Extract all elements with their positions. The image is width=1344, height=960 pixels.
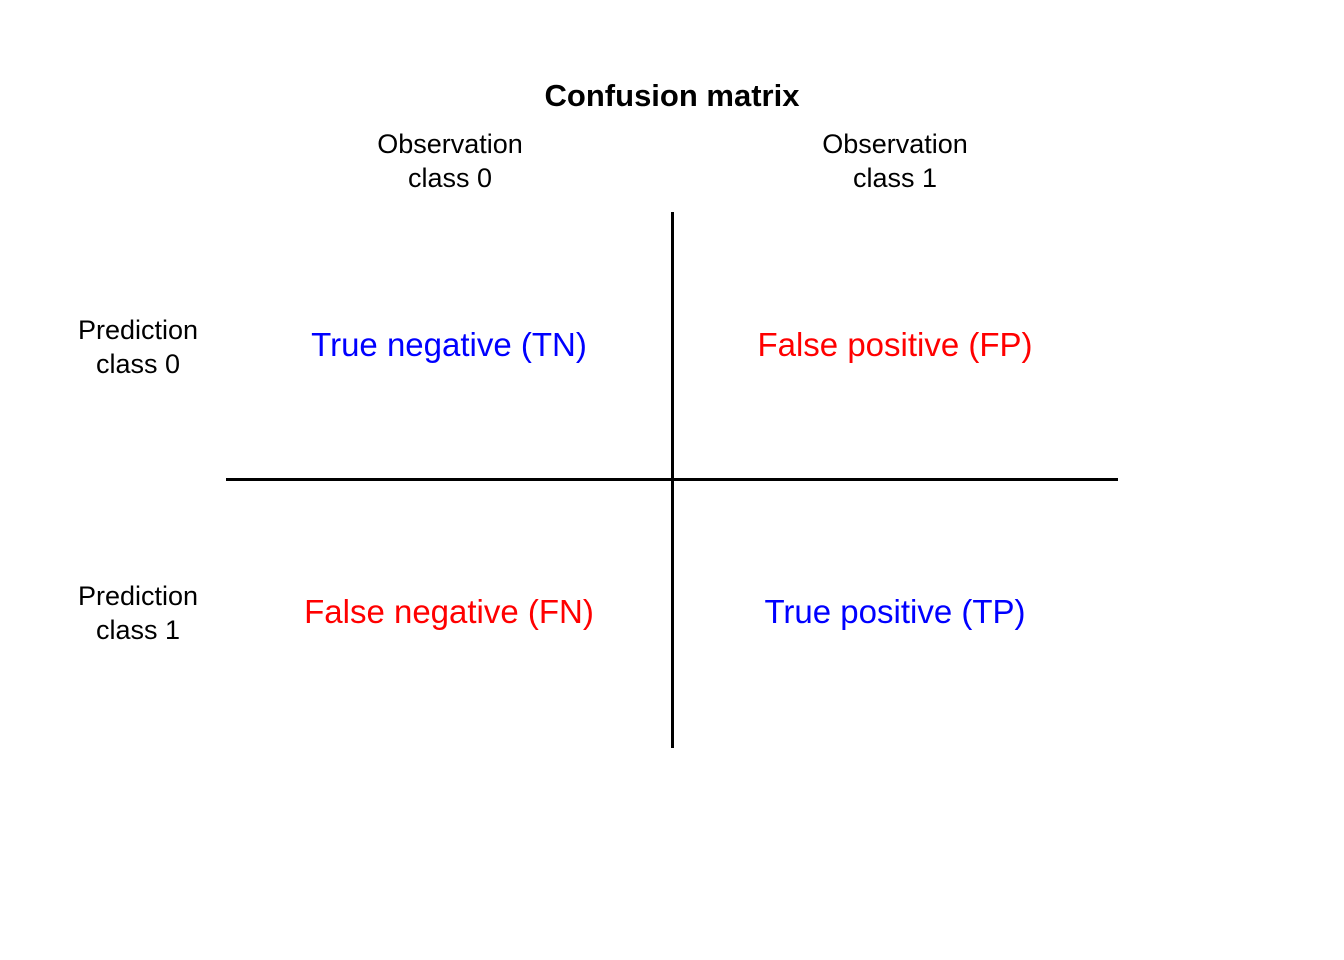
column-header-observation-class-1: Observation class 1: [822, 129, 968, 193]
row-header-prediction-class-0: Prediction class 0: [77, 315, 199, 379]
cell-true-negative: True negative (TN): [311, 326, 587, 363]
cell-false-positive: False positive (FP): [757, 326, 1033, 363]
cell-false-negative: False negative (FN): [304, 593, 594, 630]
column-header-observation-class-0: Observation class 0: [377, 129, 523, 193]
matrix-horizontal-divider: [226, 478, 1118, 481]
page-title: Confusion matrix: [544, 78, 800, 113]
cell-true-positive: True positive (TP): [764, 593, 1026, 630]
row-header-prediction-class-1: Prediction class 1: [77, 581, 199, 645]
